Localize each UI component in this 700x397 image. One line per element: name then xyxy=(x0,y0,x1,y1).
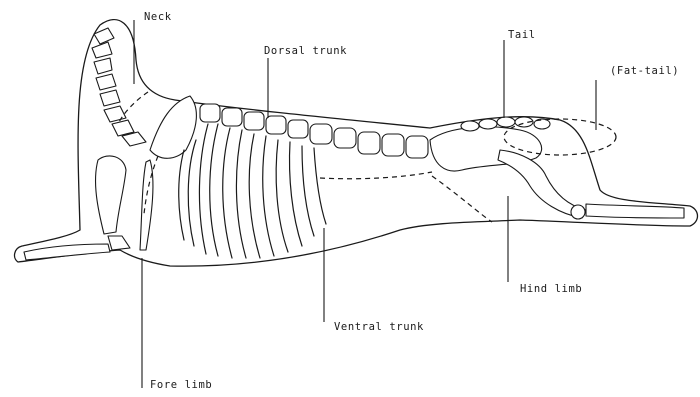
hind-limb-bones xyxy=(430,127,684,219)
label-neck: Neck xyxy=(144,12,172,23)
scapula xyxy=(150,96,196,158)
label-fat-tail: (Fat-tail) xyxy=(610,66,679,77)
label-fore-limb: Fore limb xyxy=(150,380,212,391)
fore-limb-bones xyxy=(24,156,153,260)
label-dorsal-trunk: Dorsal trunk xyxy=(264,46,347,57)
label-tail: Tail xyxy=(508,30,536,41)
label-hind-limb: Hind limb xyxy=(520,284,582,295)
label-ventral-trunk: Ventral trunk xyxy=(334,322,424,333)
neck-vertebrae xyxy=(92,28,146,146)
rib-cage xyxy=(179,124,326,258)
